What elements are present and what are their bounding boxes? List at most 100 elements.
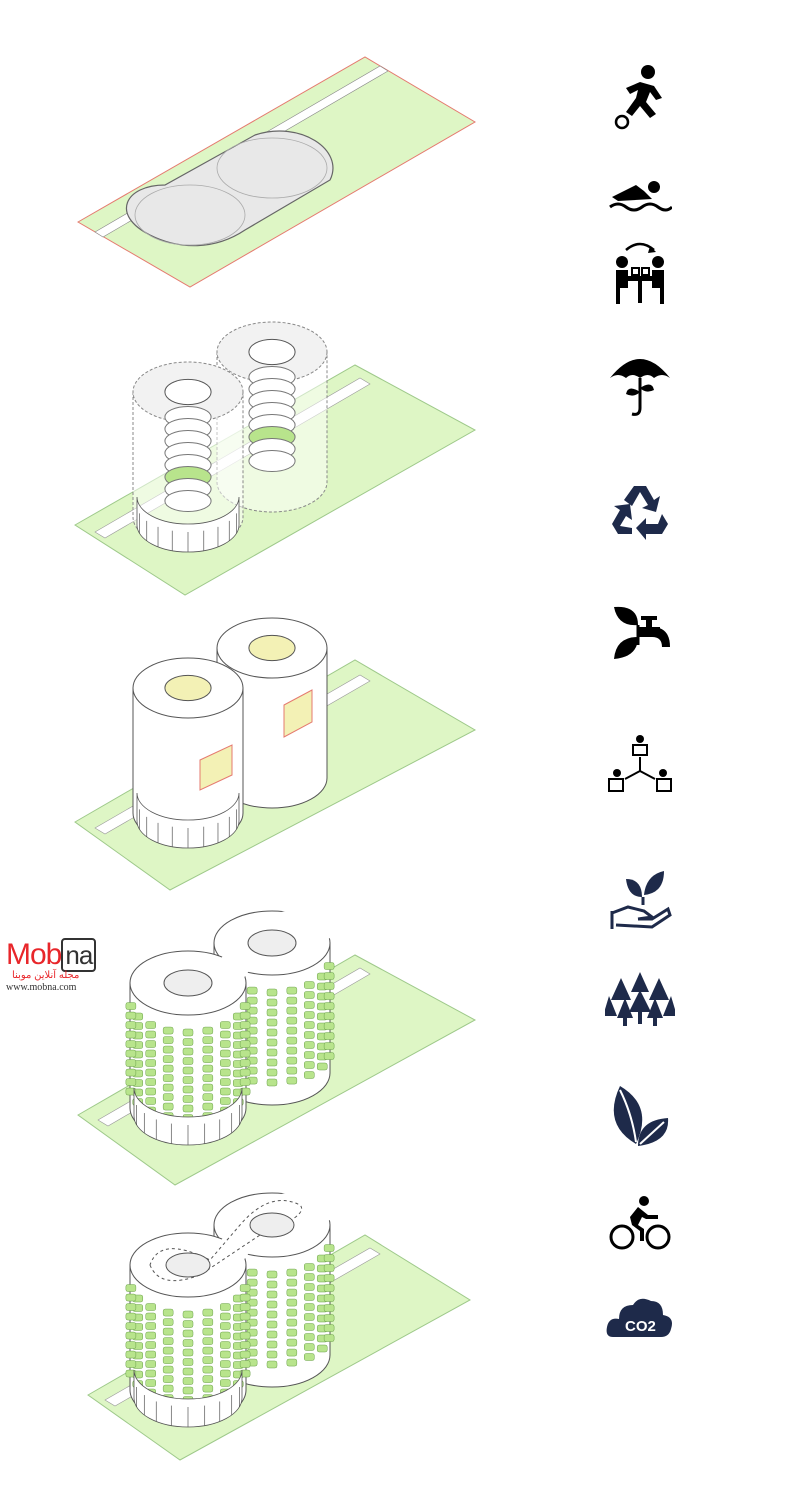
planter bbox=[239, 1341, 251, 1349]
rooftop-track bbox=[149, 1200, 303, 1282]
planter bbox=[202, 1055, 214, 1063]
planter bbox=[266, 1360, 278, 1369]
umbrella-plant-icon bbox=[600, 348, 680, 418]
planter bbox=[239, 1322, 251, 1330]
planter bbox=[323, 1264, 335, 1272]
planter bbox=[162, 1036, 174, 1044]
planter bbox=[145, 1087, 156, 1096]
planter bbox=[220, 1059, 231, 1067]
spiral-ring bbox=[164, 490, 212, 512]
planter bbox=[125, 1312, 137, 1321]
planter bbox=[266, 1330, 278, 1339]
planter bbox=[239, 1068, 251, 1077]
planter bbox=[239, 1331, 251, 1340]
planter bbox=[246, 996, 258, 1005]
planter bbox=[125, 1303, 137, 1311]
planter bbox=[162, 1102, 174, 1111]
planter bbox=[239, 1369, 251, 1378]
stage-site bbox=[77, 56, 476, 288]
planter bbox=[202, 1327, 214, 1336]
planter bbox=[323, 1022, 335, 1030]
planter bbox=[182, 1358, 194, 1366]
planter bbox=[145, 1369, 156, 1378]
planter bbox=[125, 1293, 137, 1302]
planter bbox=[182, 1310, 194, 1319]
planter bbox=[286, 986, 298, 995]
planter bbox=[286, 1328, 298, 1337]
watermark-tagline: مجله آنلاین موبنا bbox=[12, 970, 80, 981]
planter bbox=[239, 1021, 251, 1029]
planter bbox=[266, 1048, 278, 1057]
planter bbox=[304, 1293, 315, 1301]
planter bbox=[286, 996, 298, 1005]
planter bbox=[202, 1318, 214, 1326]
planter bbox=[323, 982, 335, 990]
planter bbox=[239, 1087, 251, 1096]
co2-label: CO2 bbox=[625, 1318, 656, 1335]
planter bbox=[304, 1343, 315, 1351]
planter bbox=[145, 1078, 156, 1086]
planter bbox=[220, 1049, 231, 1058]
planter bbox=[286, 1036, 298, 1045]
planter bbox=[220, 1087, 231, 1096]
planter bbox=[286, 1318, 298, 1327]
planter bbox=[182, 1057, 194, 1065]
planter bbox=[239, 1303, 251, 1311]
planter bbox=[246, 1278, 258, 1287]
planter bbox=[239, 1312, 251, 1321]
planter bbox=[220, 1331, 231, 1340]
planter bbox=[162, 1327, 174, 1336]
planter bbox=[286, 1358, 298, 1367]
planter bbox=[304, 1333, 315, 1341]
planter bbox=[125, 1369, 137, 1378]
planter bbox=[220, 1021, 231, 1029]
planter bbox=[239, 1049, 251, 1058]
planter bbox=[145, 1097, 156, 1105]
roof-void bbox=[249, 1212, 295, 1238]
planter bbox=[202, 1365, 214, 1374]
planter bbox=[145, 1350, 156, 1359]
planter bbox=[202, 1384, 214, 1393]
planter bbox=[239, 1030, 251, 1039]
planter bbox=[182, 1320, 194, 1328]
planter bbox=[182, 1028, 194, 1037]
planter bbox=[145, 1303, 156, 1311]
planter bbox=[239, 1040, 251, 1048]
planter bbox=[125, 1341, 137, 1349]
planter bbox=[286, 1046, 298, 1055]
planter bbox=[182, 1047, 194, 1056]
planter bbox=[323, 1032, 335, 1040]
planter bbox=[266, 1078, 278, 1087]
planter bbox=[323, 1314, 335, 1322]
planter bbox=[162, 1356, 174, 1364]
planter bbox=[182, 1348, 194, 1357]
tower-void bbox=[164, 674, 212, 702]
stage-spiral-structure bbox=[74, 321, 477, 596]
planter bbox=[239, 1284, 251, 1292]
planter bbox=[202, 1102, 214, 1111]
planter bbox=[145, 1059, 156, 1067]
planter bbox=[239, 1293, 251, 1302]
football-player-icon bbox=[600, 62, 680, 132]
planter bbox=[239, 1078, 251, 1086]
tower-void bbox=[248, 634, 296, 662]
planter bbox=[162, 1365, 174, 1374]
planter bbox=[162, 1337, 174, 1345]
planter bbox=[323, 1244, 335, 1252]
stage-green-facade bbox=[77, 910, 477, 1186]
planter bbox=[162, 1384, 174, 1393]
planter bbox=[266, 1320, 278, 1329]
planter bbox=[125, 1002, 137, 1010]
planter bbox=[220, 1303, 231, 1311]
planter bbox=[145, 1021, 156, 1029]
planter bbox=[220, 1369, 231, 1378]
planter bbox=[266, 1038, 278, 1047]
planter bbox=[286, 1348, 298, 1357]
planter bbox=[266, 1290, 278, 1299]
planter bbox=[323, 1254, 335, 1262]
planter bbox=[202, 1375, 214, 1383]
planter bbox=[125, 1068, 137, 1077]
planter bbox=[220, 1078, 231, 1086]
planter bbox=[304, 1273, 315, 1281]
